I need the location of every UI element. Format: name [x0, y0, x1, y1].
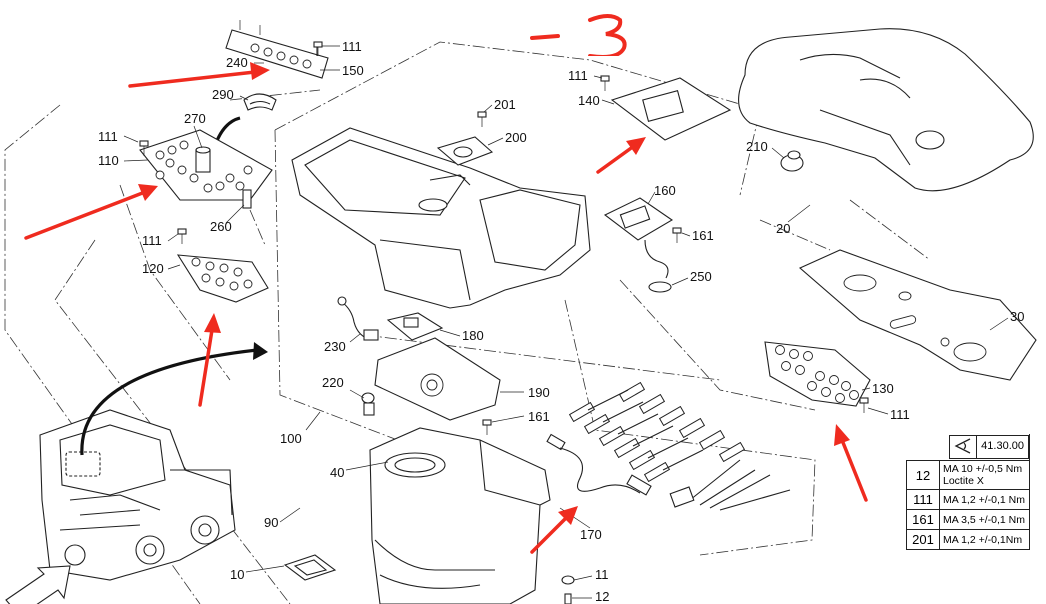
- torque-table-header: 41.30.00: [906, 434, 1030, 461]
- callout-120: 120: [142, 261, 164, 276]
- torque-row: 161 MA 3,5 +/-0,1 Nm: [906, 509, 1030, 530]
- callout-240: 240: [226, 55, 248, 70]
- view-eye-icon: [950, 436, 978, 458]
- callout-10: 10: [230, 567, 245, 582]
- callout-201: 201: [494, 97, 516, 112]
- torque-table-header-cell: 41.30.00: [906, 434, 1030, 461]
- torque-row: 201 MA 1,2 +/-0,1Nm: [906, 529, 1030, 550]
- panel-240: [225, 20, 329, 79]
- handwritten-note: [530, 6, 630, 59]
- torque-spec-note: Loctite X: [943, 475, 984, 487]
- cover-200: [436, 136, 494, 166]
- cable-set-170: [546, 381, 791, 511]
- torque-part-number: 161: [906, 509, 940, 530]
- callout-290: 290: [212, 87, 234, 102]
- cap-210: [780, 150, 804, 172]
- callout-111: 111: [342, 39, 362, 54]
- torque-table-code: 41.30.00: [981, 440, 1024, 452]
- callout-160: 160: [654, 183, 676, 198]
- callout-210: 210: [746, 139, 768, 154]
- callout-30: 30: [1010, 309, 1025, 324]
- red-annotation-arrows: [24, 62, 868, 554]
- pedestal-40: [369, 427, 551, 604]
- callout-250: 250: [690, 269, 712, 284]
- callout-111: 111: [98, 129, 118, 144]
- callout-180: 180: [462, 328, 484, 343]
- callout-150: 150: [342, 63, 364, 78]
- callout-230: 230: [324, 339, 346, 354]
- pad-10: [283, 554, 337, 581]
- callout-161: 161: [528, 409, 550, 424]
- torque-row: 111 MA 1,2 +/-0,1 Nm: [906, 489, 1030, 510]
- callout-161: 161: [692, 228, 714, 243]
- callout-200: 200: [505, 130, 527, 145]
- callout-90: 90: [264, 515, 279, 530]
- callout-260: 260: [210, 219, 232, 234]
- torque-spec: MA 1,2 +/-0,1Nm: [939, 529, 1030, 550]
- view-direction-arrow-icon: [5, 565, 71, 604]
- panel-140: [610, 77, 732, 141]
- cover-190: [374, 337, 501, 421]
- callout-190: 190: [528, 385, 550, 400]
- callout-270: 270: [184, 111, 206, 126]
- torque-spec: MA 1,2 +/-0,1 Nm: [939, 489, 1030, 510]
- callout-111: 111: [890, 407, 910, 422]
- panel-120: [176, 254, 269, 303]
- callout-170: 170: [580, 527, 602, 542]
- screws: [139, 41, 869, 604]
- sensor-230: [337, 296, 379, 341]
- torque-part-number: 111: [906, 489, 940, 510]
- gasket-30: [798, 249, 1037, 381]
- module-160: [603, 197, 674, 293]
- plug-220: [361, 392, 375, 416]
- vehicle-sketch: [39, 342, 268, 581]
- callout-111: 111: [568, 68, 588, 83]
- callout-40: 40: [330, 465, 345, 480]
- torque-spec: MA 3,5 +/-0,1 Nm: [939, 509, 1030, 530]
- torque-part-number: 201: [906, 529, 940, 550]
- callout-12: 12: [595, 589, 610, 604]
- callout-111: 111: [142, 233, 162, 248]
- callout-130: 130: [872, 381, 894, 396]
- callout-20: 20: [776, 221, 791, 236]
- panel-110: [139, 129, 273, 209]
- panel-130: [764, 341, 871, 407]
- callout-140: 140: [578, 93, 600, 108]
- callout-100: 100: [280, 431, 302, 446]
- torque-spec-line: MA 10 +/-0,5 Nm: [943, 463, 1023, 475]
- callout-11: 11: [595, 567, 609, 582]
- bracket-180: [386, 312, 444, 341]
- callout-220: 220: [322, 375, 344, 390]
- callout-110: 110: [98, 153, 119, 168]
- tank-20: [738, 28, 1034, 192]
- torque-part-number: 12: [906, 460, 940, 490]
- console-housing: [291, 127, 591, 309]
- leader-lines: [123, 45, 1009, 599]
